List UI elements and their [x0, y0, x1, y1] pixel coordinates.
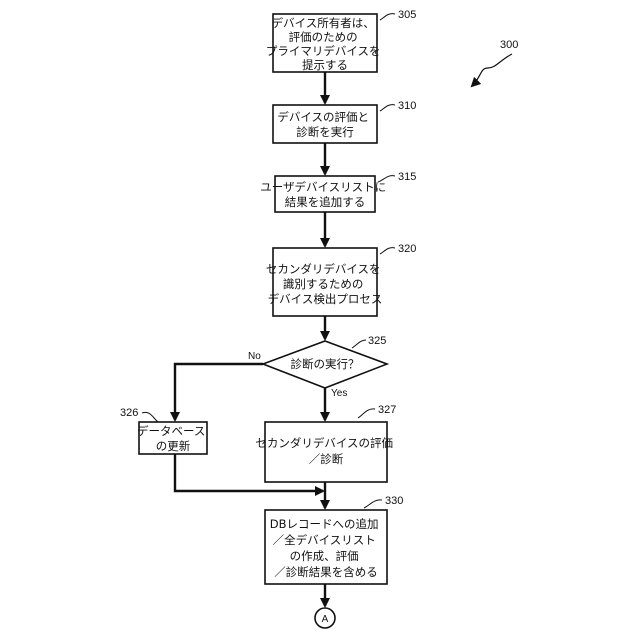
step-305-leader [380, 14, 395, 20]
step-326-ref: 326 [120, 407, 138, 419]
step-327-ref: 327 [378, 404, 396, 416]
step-320-ref: 320 [398, 243, 416, 255]
step-326-leader [142, 412, 158, 422]
step-326: データベース の更新 326 [120, 407, 209, 454]
step-310-ref: 310 [398, 100, 416, 112]
connector-a: A [315, 608, 335, 628]
branch-yes-label: Yes [331, 388, 347, 399]
step-320-label: セカンダリデバイスを 識別するための デバイス検出プロセス [266, 262, 384, 306]
connector-a-label: A [322, 614, 329, 625]
decision-325: 診断の実行？ 325 [263, 335, 387, 388]
step-305-ref: 305 [398, 9, 416, 21]
step-330-leader [364, 500, 382, 508]
step-315: ユーザデバイスリストに 結果を追加する 315 [260, 171, 416, 212]
decision-325-label: 診断の実行？ [291, 357, 360, 371]
step-320: セカンダリデバイスを 識別するための デバイス検出プロセス 320 [266, 243, 417, 316]
step-330-ref: 330 [385, 495, 403, 507]
step-330: DBレコードへの追加 ／全デバイスリスト の作成、評価 ／診断結果を含める 33… [265, 495, 403, 584]
step-310-leader [380, 105, 395, 111]
step-310: デバイスの評価と 診断を実行 310 [273, 100, 416, 143]
figure-ref-pointer [472, 54, 512, 86]
figure-ref-label: 300 [500, 39, 518, 51]
decision-325-ref: 325 [368, 335, 386, 347]
step-320-leader [380, 248, 395, 254]
decision-325-leader [352, 340, 366, 348]
arrow-325-no-326 [175, 364, 263, 420]
step-305: デバイス所有者は、 評価のための プライマリデバイスを 提示する 305 [266, 9, 417, 72]
branch-no-label: No [248, 351, 261, 362]
step-315-ref: 315 [398, 171, 416, 183]
step-327-leader [358, 409, 375, 418]
